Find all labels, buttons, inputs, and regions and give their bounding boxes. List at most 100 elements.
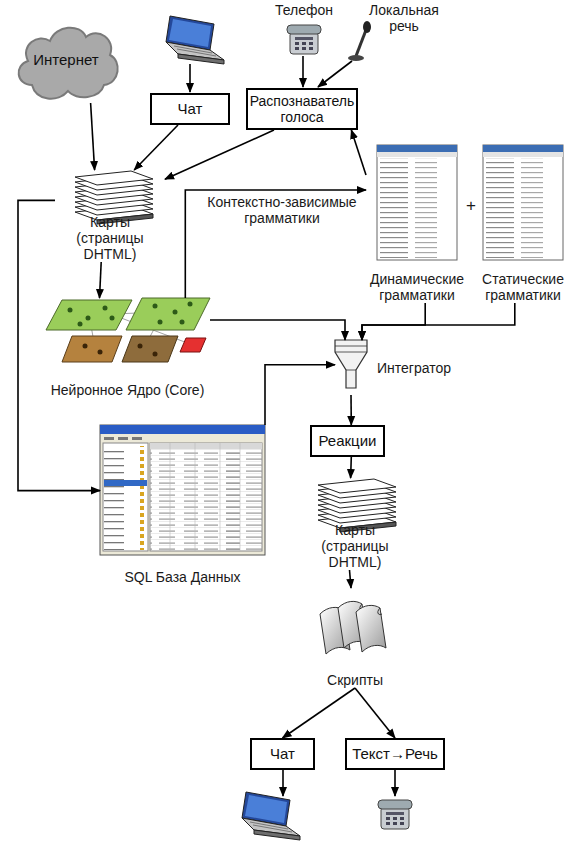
phone-icon [287,25,321,54]
sql-window-screenshot-part [103,443,148,551]
connector-arrow [18,200,100,490]
integrator-node: Интегратор [335,340,455,395]
sql-window-screenshot-part [104,480,147,486]
connector-arrow [355,688,395,738]
microphone-icon-part [356,30,366,56]
sql-window-screenshot-part [220,443,221,551]
neural-core-illustration-part [86,316,91,321]
neural-core-illustration-part [46,300,132,330]
neural-core-illustration-part [98,350,103,355]
grammar-window [377,145,457,260]
cloud-outline [19,28,118,99]
neural-core-illustration-part [180,338,206,352]
annotation-label: + [463,198,479,214]
neural-core-illustration-part [180,320,185,325]
node-text: Распознаватель голоса [249,93,355,125]
laptop-icon-part [242,792,300,840]
connector-arrow [351,130,366,175]
node-text: Интегратор [377,360,451,376]
sql-window-screenshot-part [195,443,196,551]
io-arrow-part [189,64,191,92]
database-node: SQL База Данных [100,425,265,585]
neural-core-illustration-part [138,344,143,349]
microphone-icon-part [348,55,364,61]
node-text: Динамические грамматики [366,271,468,303]
grammar-window-part [377,145,457,260]
connector-arrow [362,303,515,340]
io-arrow [395,770,396,796]
node-caption: Карты (страницы DHTML) [300,522,410,570]
sql-window-screenshot-part [100,425,265,555]
neural-core-illustration-part [110,316,115,321]
phone-icon [378,800,412,829]
node-text: Реакции [319,433,377,449]
laptop-icon [242,792,300,840]
laptop-icon-part [166,16,224,64]
neural-core-illustration [46,298,210,362]
node-caption: Статические грамматики [472,271,574,303]
internet-cloud: Интернет [10,15,122,103]
neural-core-illustration-part [83,344,88,349]
sql-window-screenshot-part [150,443,262,449]
node-text: Текст→Речь [352,746,438,762]
io-arrow [318,61,352,87]
integrator-funnel [335,340,367,388]
connector-arrow [265,365,335,425]
annotation-label: Локальная речь [362,2,446,34]
sql-window-screenshot-part [170,443,171,551]
integrator-funnel-part [335,352,367,353]
neural-core-illustration-part [68,308,73,313]
connector-arrow [350,457,352,478]
io-arrow-part [282,770,284,796]
node-text: Нейронное Ядро (Core) [45,382,210,398]
node-text: Карты (страницы DHTML) [300,522,410,570]
process-box: Текст→Речь [345,738,445,770]
sql-window-screenshot-part [104,437,114,440]
grammar-node: Динамические грамматики [366,145,468,303]
scripts-icon-part [356,605,386,652]
sql-window-screenshot-part [104,446,147,550]
node-caption: SQL База Данных [100,569,265,585]
neural-core-illustration-part [62,336,122,362]
phone-icon-part [378,800,412,829]
connector-arrow [100,262,102,298]
annotation-label: Телефон [268,2,340,18]
process-box: Чат [150,93,230,125]
neural-core-illustration-part [153,304,158,309]
connector-arrow [210,320,345,340]
scripts-node: Скрипты [315,588,395,688]
node-text: Статические грамматики [472,271,574,303]
sql-window-screenshot-part [132,437,142,440]
node-text: Чат [178,101,203,117]
io-arrow-part [394,770,396,796]
io-arrow [190,64,191,92]
neural-core-node: Нейронное Ядро (Core) [45,298,210,398]
io-arrow [283,770,284,796]
sql-window-screenshot-part [150,449,262,550]
integrator-funnel-part [346,370,356,371]
integrator-funnel-part [335,340,367,388]
connector-arrow [283,688,356,738]
neural-core-illustration-part [122,336,178,362]
process-box: Чат [250,738,315,770]
page-stack-node: Карты (страницы DHTML) [55,170,165,262]
process-box: Реакции [310,425,385,457]
sql-window-screenshot-part [150,443,262,551]
node-caption: Интегратор [377,360,451,376]
grammar-window [483,145,563,260]
node-caption: Скрипты [315,672,395,688]
io-arrow [303,56,304,87]
node-text: Карты (страницы DHTML) [55,214,165,262]
neural-core-illustration-part [78,322,83,327]
connector-arrow [91,103,95,170]
neural-core-illustration-part [188,302,193,307]
connector-arrow [362,303,425,340]
neural-core-illustration-part [126,298,210,330]
node-text: Скрипты [315,672,395,688]
scripts-icon [320,601,386,654]
connector-arrow [134,125,178,170]
node-text: Интернет [33,51,98,68]
